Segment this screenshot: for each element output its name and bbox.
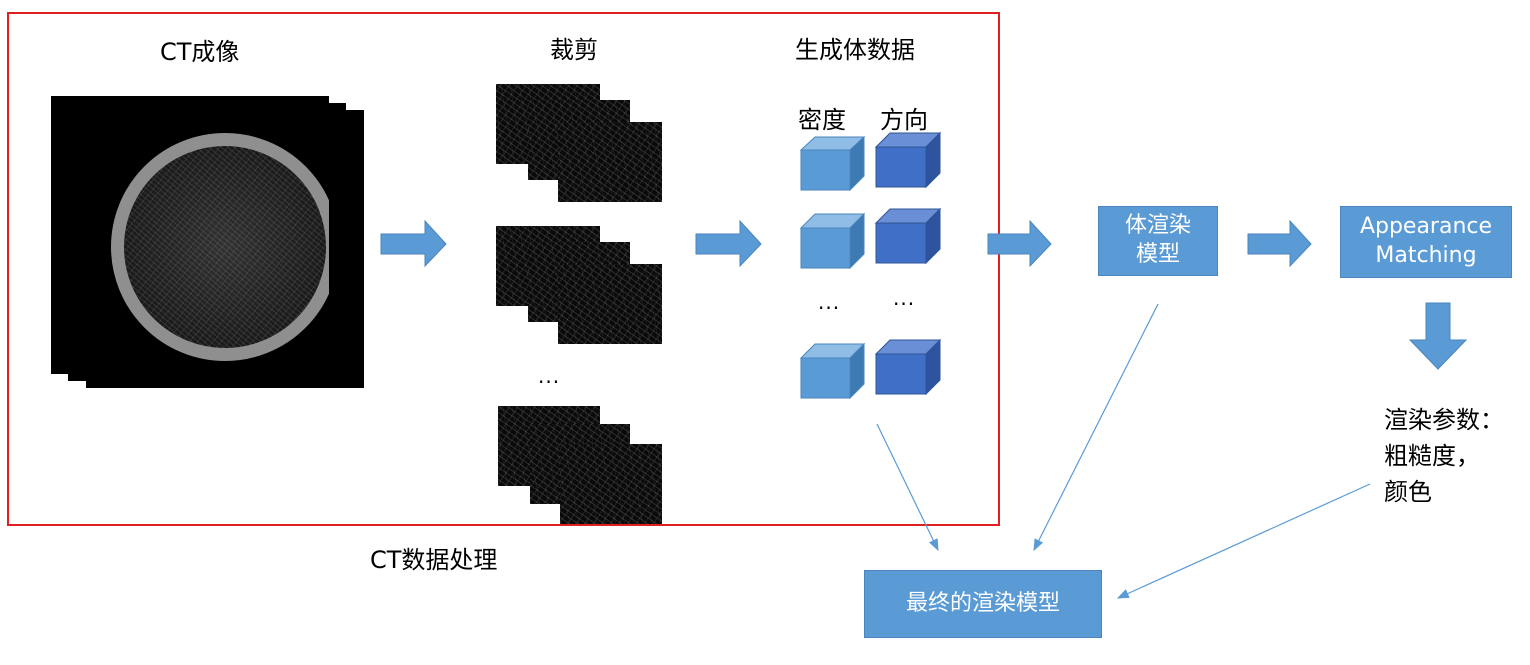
- render-params-text: 渲染参数： 粗糙度， 颜色: [1384, 402, 1504, 510]
- direction-cube: [874, 131, 942, 189]
- crop-label: 裁剪: [550, 36, 598, 64]
- thin-arrow-render-model-to-final: [1033, 303, 1159, 552]
- ct-slice-front: [51, 96, 329, 374]
- density-cube: [799, 135, 866, 192]
- render-params-line2: 粗糙度，: [1384, 442, 1480, 470]
- volume-ellipsis-left: ...: [818, 290, 841, 314]
- arrow-ct-to-crop: [380, 219, 447, 268]
- appearance-matching-box: Appearance Matching: [1340, 206, 1512, 278]
- density-cube: [799, 212, 866, 270]
- thin-arrow-params-to-final: [1116, 483, 1371, 599]
- final-render-model-label: 最终的渲染模型: [905, 590, 1060, 616]
- render-params-line1: 渲染参数：: [1384, 406, 1504, 434]
- direction-cube: [874, 207, 942, 265]
- arrow-crop-to-volume: [695, 219, 762, 268]
- final-render-model-box: 最终的渲染模型: [864, 570, 1102, 638]
- volume-ellipsis-right: ...: [893, 286, 916, 310]
- arrow-volume-to-render-model: [987, 219, 1052, 268]
- appearance-matching-line2: Matching: [1375, 243, 1477, 268]
- density-label: 密度: [798, 106, 846, 134]
- volume-render-model-box: 体渲染 模型: [1098, 206, 1218, 276]
- direction-cube: [874, 338, 942, 396]
- ct-imaging-label: CT成像: [160, 38, 240, 66]
- crop-tile: [558, 264, 662, 344]
- direction-label: 方向: [880, 106, 928, 134]
- arrow-matching-to-params: [1408, 302, 1468, 370]
- arrow-render-model-to-matching: [1247, 219, 1312, 268]
- volume-render-model-line2: 模型: [1135, 242, 1180, 267]
- density-cube: [799, 342, 866, 400]
- crop-tile: [558, 122, 662, 202]
- ct-processing-label: CT数据处理: [370, 546, 498, 574]
- render-params-line3: 颜色: [1384, 478, 1432, 506]
- crop-tile: [560, 444, 662, 524]
- volume-render-model-line1: 体渲染: [1124, 213, 1191, 239]
- appearance-matching-line1: Appearance: [1359, 214, 1493, 240]
- volume-data-label: 生成体数据: [795, 36, 915, 64]
- thin-arrow-volume-to-final: [876, 423, 939, 552]
- crop-ellipsis: ...: [538, 364, 561, 388]
- ct-processing-frame: [7, 12, 1000, 526]
